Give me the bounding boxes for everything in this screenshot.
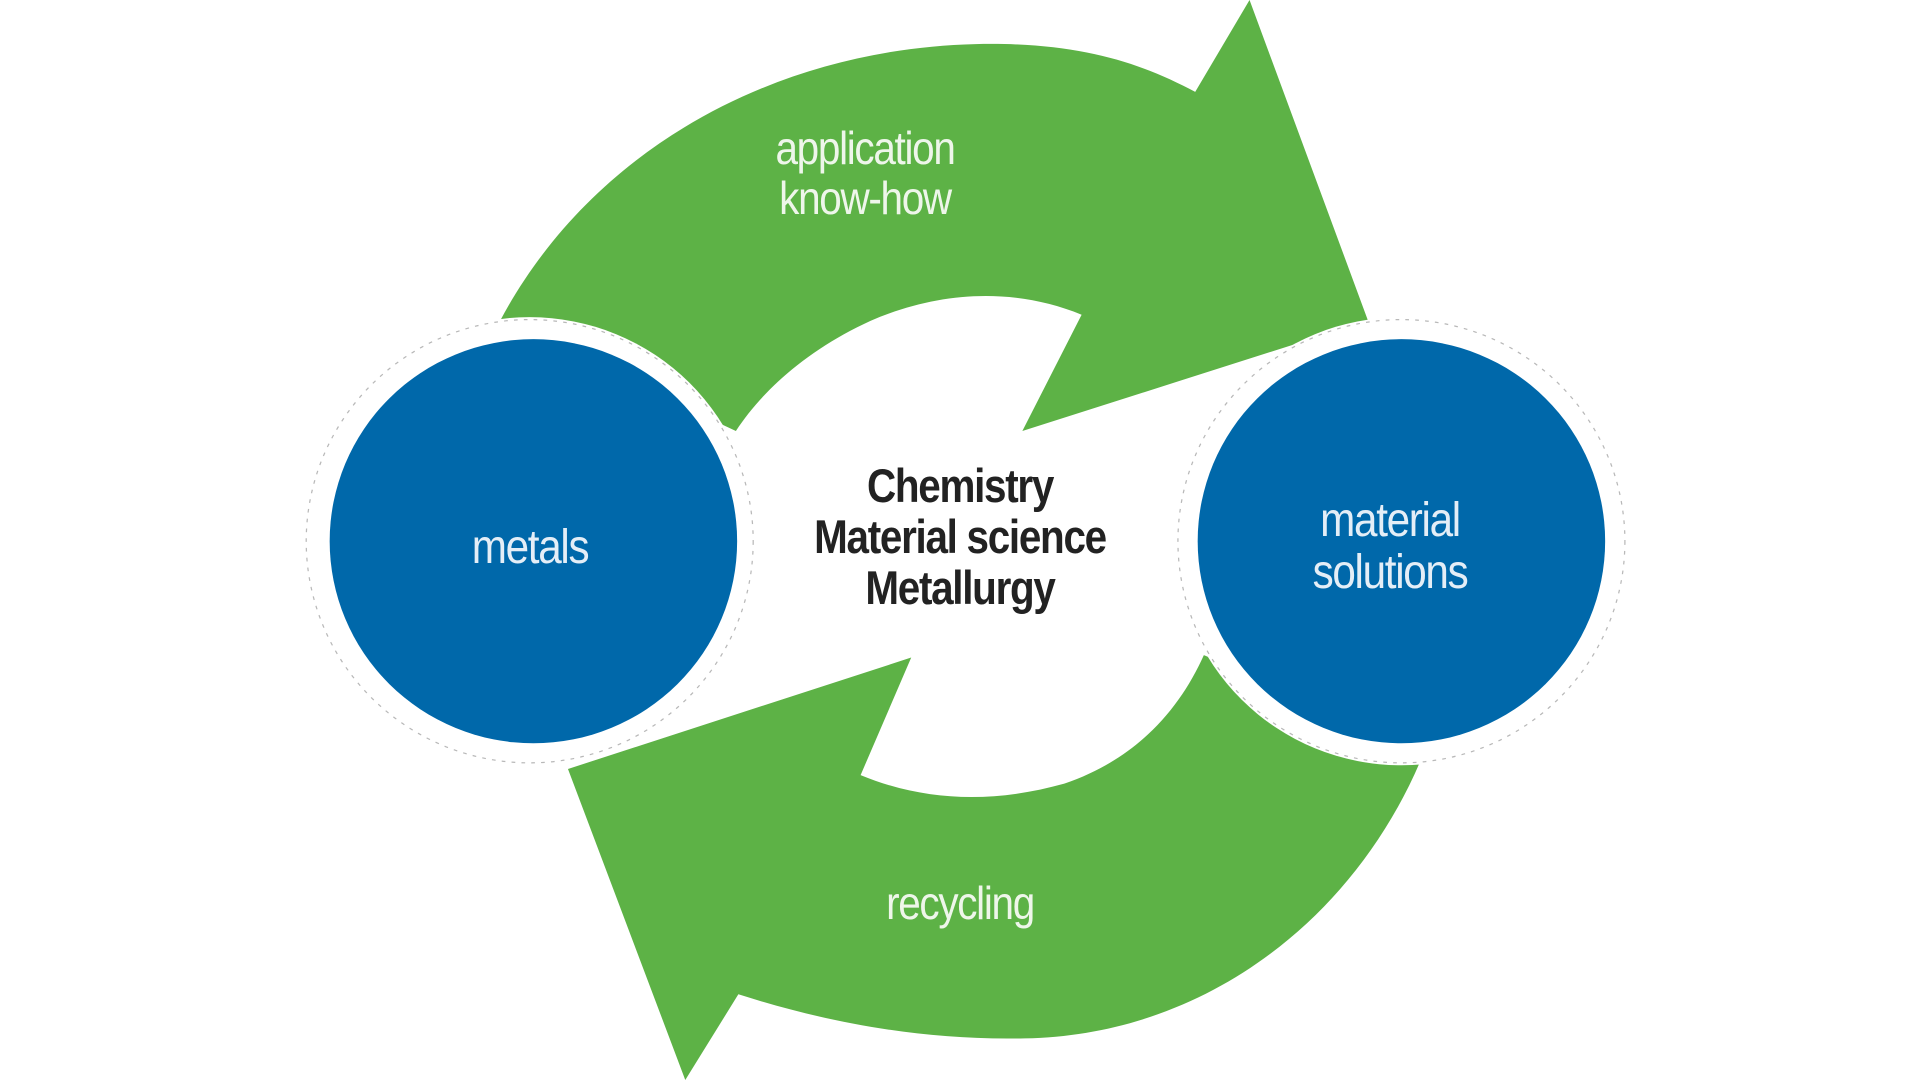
arrow-label-line: application bbox=[775, 122, 955, 174]
node-label-line: material bbox=[1320, 494, 1461, 547]
node-label-metals: metals bbox=[407, 524, 653, 572]
core-disciplines: Chemistry Material science Metallurgy bbox=[788, 462, 1132, 611]
core-line-chemistry: Chemistry bbox=[866, 459, 1054, 512]
node-label-material-solutions: material solutions bbox=[1267, 497, 1513, 597]
node-ring-dashed bbox=[305, 318, 754, 764]
node-label-line: metals bbox=[471, 521, 590, 574]
node-material-solutions bbox=[1175, 317, 1628, 766]
arrow-application-know-how bbox=[500, 0, 1369, 432]
arrow-label-application: application know-how bbox=[773, 125, 958, 221]
arrow-label-recycling: recycling bbox=[859, 880, 1061, 926]
node-metals bbox=[303, 317, 756, 766]
arrow-label-line: recycling bbox=[886, 877, 1035, 929]
core-line-metallurgy: Metallurgy bbox=[865, 561, 1056, 614]
arrow-label-line: know-how bbox=[779, 172, 952, 224]
node-disc bbox=[1197, 339, 1606, 744]
node-label-line: solutions bbox=[1312, 546, 1469, 599]
node-ring-dashed bbox=[1177, 318, 1626, 764]
arrow-recycling bbox=[567, 655, 1427, 1080]
core-line-material-science: Material science bbox=[814, 510, 1107, 563]
node-disc bbox=[329, 339, 738, 744]
